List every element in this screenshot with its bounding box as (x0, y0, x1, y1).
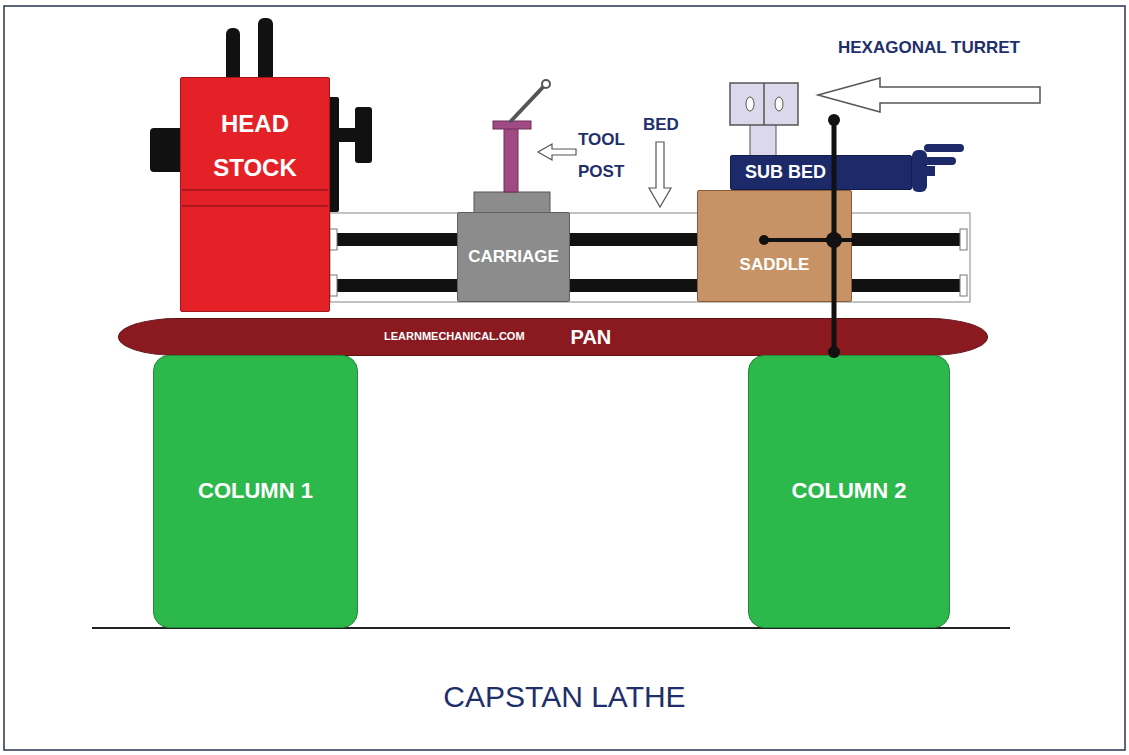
pointer-arrow (538, 144, 576, 160)
lever (258, 18, 273, 83)
rail-end (330, 229, 337, 250)
rail-end (960, 275, 967, 296)
tool-hole (775, 97, 783, 111)
rail-end (960, 229, 967, 250)
column-box: COLUMN 1 (153, 355, 358, 628)
tool-post-lever (511, 85, 545, 121)
bed-rail (330, 233, 965, 246)
capstan-arm (924, 157, 956, 165)
feed-bar (764, 238, 892, 242)
rail-end (330, 275, 337, 296)
bed (330, 213, 970, 302)
knob (150, 128, 184, 172)
part-name: CARRIAGE (468, 247, 559, 267)
rod-joint (826, 232, 842, 248)
pointer-arrow (818, 78, 1040, 112)
carriage-box: CARRIAGE (457, 212, 570, 302)
turret-face (763, 83, 765, 125)
pan-band: LEARNMECHANICAL.COM PAN (118, 318, 988, 356)
part-label: TOOL POST (578, 124, 636, 189)
sub-bed-bar: SUB BED (730, 155, 912, 190)
lever (226, 28, 240, 83)
tool-hole (746, 97, 754, 111)
watermark: LEARNMECHANICAL.COM (384, 330, 525, 343)
rod-joint (828, 114, 840, 126)
control-rod (832, 118, 837, 352)
frame (4, 6, 1125, 750)
turret-stem (750, 124, 776, 156)
chuck (355, 107, 372, 163)
part-name: SADDLE (740, 255, 810, 275)
pointer-arrow (649, 142, 671, 207)
headstock-seam (182, 189, 328, 191)
saddle-box: SADDLE (697, 190, 852, 302)
hexagonal-turret (730, 83, 798, 125)
cross-slide (474, 192, 550, 213)
capstan-arm (924, 144, 964, 152)
part-name: SUB BED (745, 162, 826, 184)
tool-post (504, 128, 518, 192)
part-name: COLUMN 2 (792, 478, 907, 504)
column-box: COLUMN 2 (748, 355, 950, 628)
part-name: HEAD STOCK (195, 102, 315, 191)
headstock-seam (182, 205, 328, 207)
part-label: HEXAGONAL TURRET (838, 38, 1020, 58)
headstock-box: HEAD STOCK (180, 77, 330, 312)
capstan-hub (912, 150, 927, 192)
rod-joint (887, 235, 897, 245)
lever-end (542, 80, 550, 88)
bed-rail (330, 279, 965, 292)
part-label: BED (643, 115, 679, 135)
rod-joint (828, 346, 840, 358)
rod-joint (759, 235, 769, 245)
part-name: PAN (571, 325, 612, 349)
part-name: COLUMN 1 (198, 478, 313, 504)
caption: CAPSTAN LATHE (0, 680, 1129, 714)
